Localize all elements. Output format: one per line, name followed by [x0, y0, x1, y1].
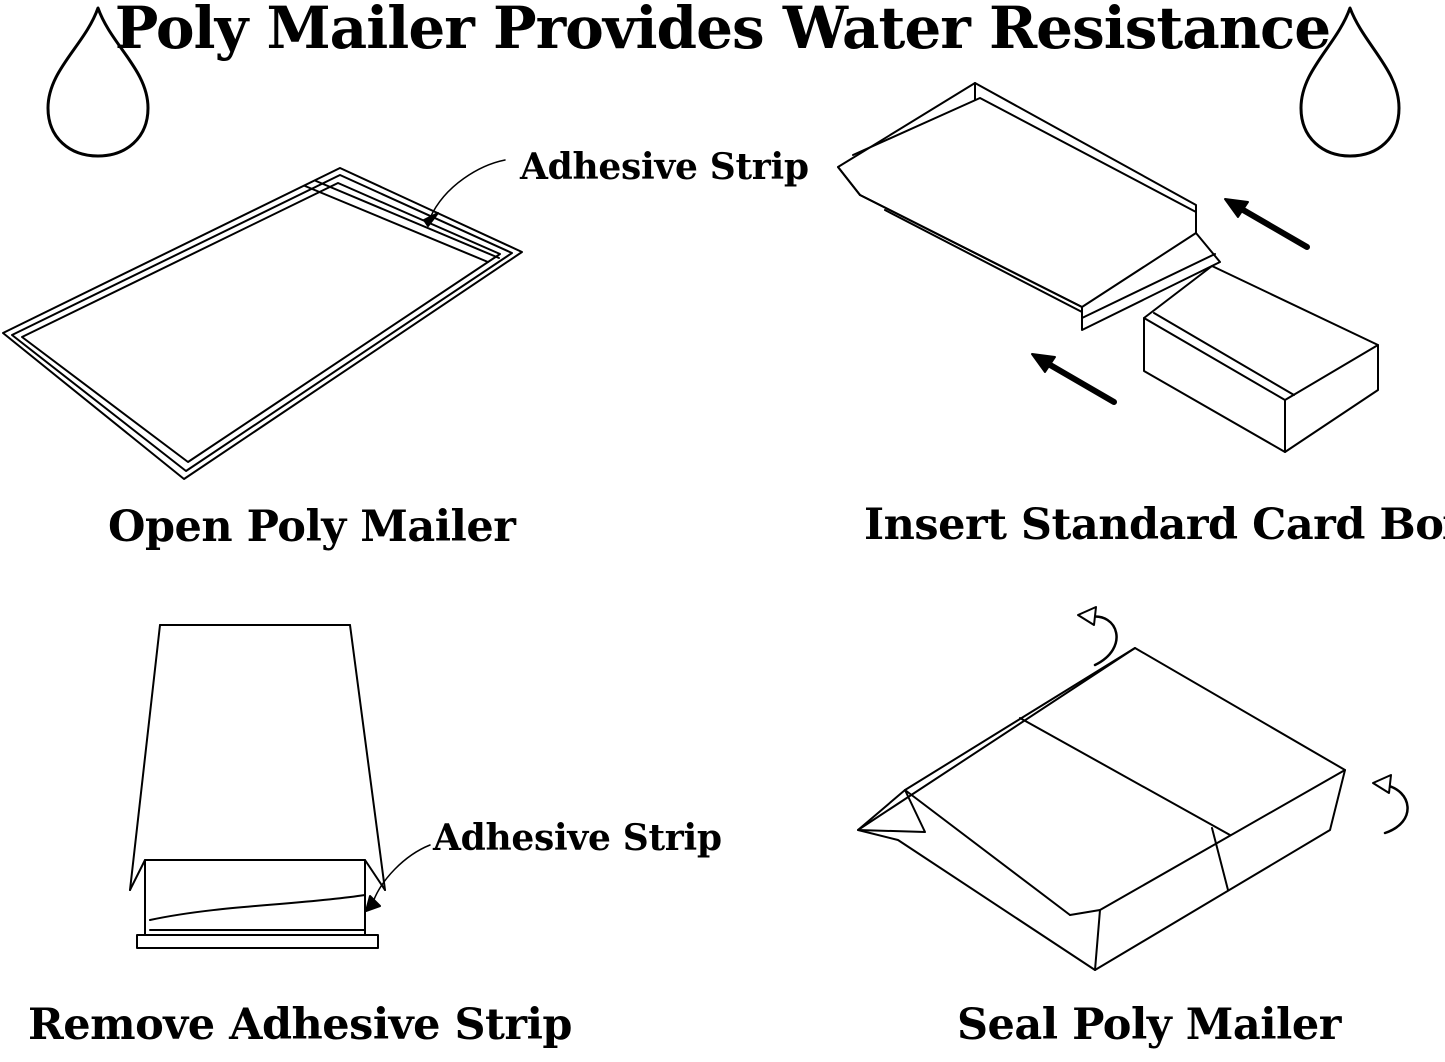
water-drop-icon-right: [1299, 6, 1401, 158]
curved-arrow-icon-right: [1372, 774, 1409, 835]
remove-strip-illustration: [129, 624, 386, 949]
caption-remove-adhesive-strip: Remove Adhesive Strip: [28, 1000, 572, 1050]
mailer-with-box-illustration: [837, 82, 1221, 331]
adhesive-strip-label-bottom: Adhesive Strip: [433, 817, 722, 859]
adhesive-strip-pointer-bottom: [365, 844, 431, 912]
curved-arrow-icon-top: [1077, 606, 1118, 667]
water-drop-icon-left: [46, 6, 150, 158]
open-poly-mailer-illustration: [2, 167, 523, 480]
adhesive-strip-label-top: Adhesive Strip: [520, 146, 809, 188]
caption-open-poly-mailer: Open Poly Mailer: [108, 502, 516, 552]
caption-insert-card-box: Insert Standard Card Box: [864, 500, 1445, 550]
caption-seal-poly-mailer: Seal Poly Mailer: [957, 1000, 1341, 1050]
arrow-icon-upper: [1224, 198, 1310, 250]
seal-mailer-illustration: [857, 647, 1346, 971]
card-box-illustration: [1143, 265, 1379, 453]
adhesive-strip-pointer-top: [423, 159, 506, 227]
arrow-icon-lower: [1031, 353, 1117, 405]
page-title: Poly Mailer Provides Water Resistance: [114, 0, 1331, 62]
